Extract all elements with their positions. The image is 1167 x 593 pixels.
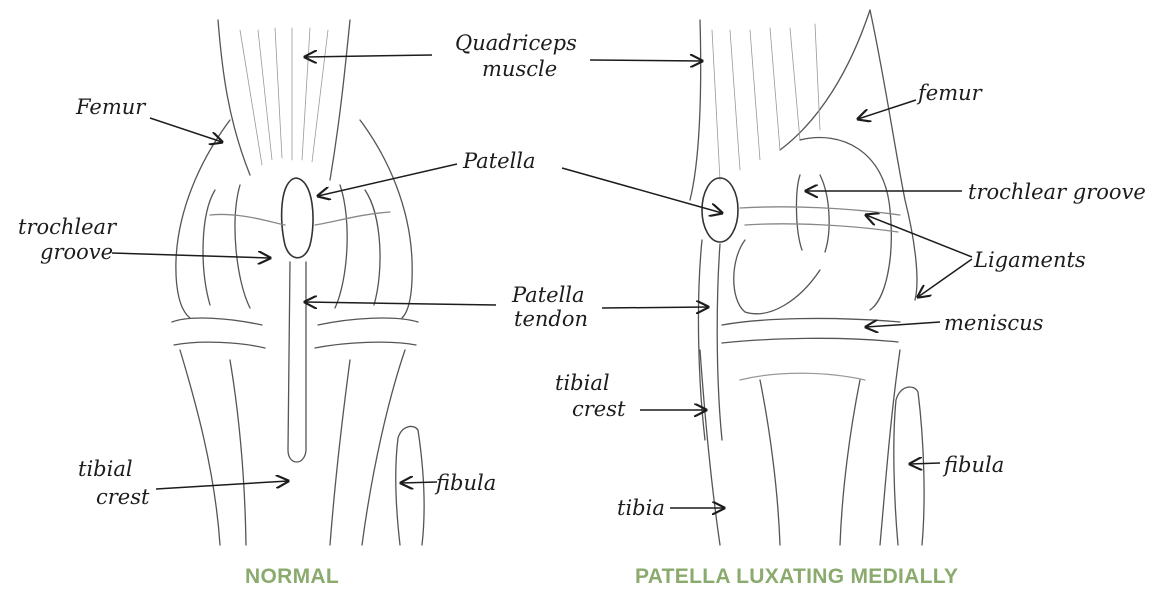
arrow-tibial-left — [156, 481, 288, 489]
arrow-ligaments-1 — [866, 215, 972, 257]
caption-normal: NORMAL — [245, 565, 339, 589]
label-trochlear-right: trochlear groove — [968, 180, 1146, 204]
patella-left — [282, 178, 313, 258]
label-trochlear-left-line1: trochlear — [18, 215, 118, 239]
label-tibial-right-line2: crest — [572, 397, 626, 421]
labels: Quadriceps muscle Femur Patella trochlea… — [18, 31, 1146, 520]
label-tibial-left-line1: tibial — [78, 457, 133, 481]
tibia-outline-left — [180, 350, 405, 545]
femur-outline-right — [870, 10, 917, 300]
quadriceps-muscle-left — [218, 20, 350, 180]
arrow-femur-right — [858, 100, 916, 119]
arrow-patella-right — [562, 168, 722, 213]
arrow-quadriceps-right — [590, 60, 702, 61]
label-femur-left: Femur — [75, 95, 147, 119]
label-patella-tendon-line1: Patella — [511, 283, 585, 307]
label-fibula-left: fibula — [434, 471, 496, 495]
arrow-trochlear-left — [112, 253, 270, 258]
caption-luxating: PATELLA LUXATING MEDIALLY — [635, 565, 958, 589]
arrow-patella-left — [318, 164, 457, 196]
label-femur-right: femur — [916, 81, 984, 105]
arrow-fibula-right — [910, 463, 940, 464]
normal-knee-sketch — [172, 20, 424, 545]
label-tibial-right-line1: tibial — [555, 371, 610, 395]
tibia-outline-right — [700, 350, 900, 545]
quadriceps-muscle-right — [690, 10, 870, 200]
arrow-ligaments-2 — [918, 259, 972, 297]
meniscus-right — [722, 318, 900, 343]
label-quadriceps-line2: muscle — [482, 57, 557, 81]
label-patella: Patella — [462, 149, 536, 173]
label-tibia: tibia — [617, 496, 665, 520]
luxating-knee-sketch — [690, 10, 924, 545]
label-tibial-left-line2: crest — [96, 485, 150, 509]
trochlear-groove-right — [796, 175, 829, 252]
arrow-fibula-left — [401, 482, 437, 483]
fibula-right — [894, 387, 924, 545]
arrow-femur-left — [150, 118, 222, 142]
patella-tendon-left — [288, 262, 306, 462]
arrow-quadriceps-left — [305, 55, 432, 57]
label-fibula-right: fibula — [942, 453, 1004, 477]
label-quadriceps-line1: Quadriceps — [455, 31, 577, 55]
patella-right — [702, 178, 738, 242]
arrow-meniscus-right — [866, 322, 940, 327]
arrow-tendon-right — [602, 307, 708, 308]
label-trochlear-left-line2: groove — [40, 240, 113, 264]
arrow-tendon-left — [305, 302, 496, 305]
label-meniscus: meniscus — [944, 311, 1044, 335]
fibula-left — [396, 426, 424, 545]
meniscus-left — [172, 318, 418, 348]
label-ligaments: Ligaments — [973, 248, 1086, 272]
label-patella-tendon-line2: tendon — [514, 307, 588, 331]
